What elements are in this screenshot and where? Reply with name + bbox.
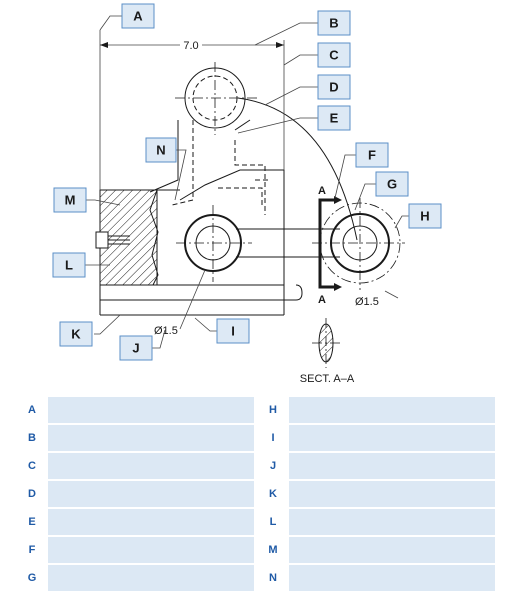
diameter-right-label: Ø1.5 — [355, 296, 379, 308]
diameter-left-label: Ø1.5 — [154, 325, 178, 337]
svg-text:L: L — [65, 258, 73, 273]
answer-cell-m[interactable] — [289, 537, 498, 563]
callout-h[interactable]: H — [408, 203, 442, 229]
callout-l[interactable]: L — [52, 252, 86, 278]
row-label-right: M — [257, 537, 289, 563]
row-label-left: A — [16, 397, 48, 423]
callout-i[interactable]: I — [216, 318, 250, 344]
callout-g[interactable]: G — [375, 171, 409, 197]
row-label-left: B — [16, 425, 48, 451]
callout-f[interactable]: F — [355, 142, 389, 168]
section-caption: SECT. A–A — [300, 373, 355, 385]
row-label-right: J — [257, 453, 289, 479]
svg-text:D: D — [329, 80, 338, 95]
right-hole — [312, 198, 405, 290]
answer-cell-n[interactable] — [289, 565, 498, 591]
callout-e[interactable]: E — [317, 105, 351, 131]
row-label-right: H — [257, 397, 289, 423]
callout-m[interactable]: M — [53, 187, 87, 213]
table-row: D K — [16, 481, 498, 507]
svg-text:C: C — [329, 48, 339, 63]
answer-cell-i[interactable] — [289, 425, 498, 451]
answer-cell-l[interactable] — [289, 509, 498, 535]
callout-k[interactable]: K — [59, 321, 93, 347]
svg-text:M: M — [65, 193, 76, 208]
svg-text:B: B — [329, 16, 338, 31]
svg-text:G: G — [387, 177, 397, 192]
cutting-plane: A A — [318, 185, 342, 306]
svg-text:H: H — [420, 209, 429, 224]
row-label-left: E — [16, 509, 48, 535]
top-hole — [175, 62, 258, 135]
svg-text:A: A — [133, 9, 143, 24]
answer-cell-d[interactable] — [48, 481, 257, 507]
section-view: SECT. A–A — [300, 318, 355, 385]
svg-text:N: N — [156, 143, 165, 158]
table-row: A H — [16, 397, 498, 423]
row-label-left: C — [16, 453, 48, 479]
section-marker-top: A — [318, 185, 326, 197]
answer-cell-b[interactable] — [48, 425, 257, 451]
table-row: B I — [16, 425, 498, 451]
swing-arc — [237, 97, 358, 241]
section-marker-bottom: A — [318, 294, 326, 306]
table-row: E L — [16, 509, 498, 535]
callout-a[interactable]: A — [121, 3, 155, 29]
row-label-right: L — [257, 509, 289, 535]
svg-text:K: K — [71, 327, 81, 342]
callout-j[interactable]: J — [119, 335, 153, 361]
row-label-left: F — [16, 537, 48, 563]
svg-text:E: E — [330, 111, 339, 126]
row-label-right: I — [257, 425, 289, 451]
answer-cell-e[interactable] — [48, 509, 257, 535]
row-label-left: D — [16, 481, 48, 507]
base-plate — [99, 284, 303, 316]
callout-c[interactable]: C — [317, 42, 351, 68]
technical-drawing: A A 7.0 Ø1.5 Ø1.5 SECT. A–A — [52, 3, 442, 385]
answer-cell-h[interactable] — [289, 397, 498, 423]
answer-table: A H B I C J D K E L — [16, 395, 498, 593]
answer-cell-g[interactable] — [48, 565, 257, 591]
answer-cell-j[interactable] — [289, 453, 498, 479]
svg-text:F: F — [368, 148, 376, 163]
svg-text:J: J — [132, 341, 139, 356]
width-dimension-value: 7.0 — [183, 40, 198, 52]
bracket-outline — [149, 119, 285, 315]
table-row: G N — [16, 565, 498, 591]
table-row: C J — [16, 453, 498, 479]
callout-b[interactable]: B — [317, 10, 351, 36]
width-dimension: 7.0 — [99, 30, 285, 190]
left-hole — [176, 205, 252, 282]
row-label-right: N — [257, 565, 289, 591]
svg-text:I: I — [231, 324, 235, 339]
callout-n[interactable]: N — [145, 137, 177, 163]
row-label-left: G — [16, 565, 48, 591]
callout-d[interactable]: D — [317, 74, 351, 100]
table-row: F M — [16, 537, 498, 563]
answer-cell-c[interactable] — [48, 453, 257, 479]
answer-cell-a[interactable] — [48, 397, 257, 423]
answer-cell-f[interactable] — [48, 537, 257, 563]
main-body — [95, 189, 284, 315]
answer-cell-k[interactable] — [289, 481, 498, 507]
row-label-right: K — [257, 481, 289, 507]
leader-lines — [85, 15, 409, 349]
